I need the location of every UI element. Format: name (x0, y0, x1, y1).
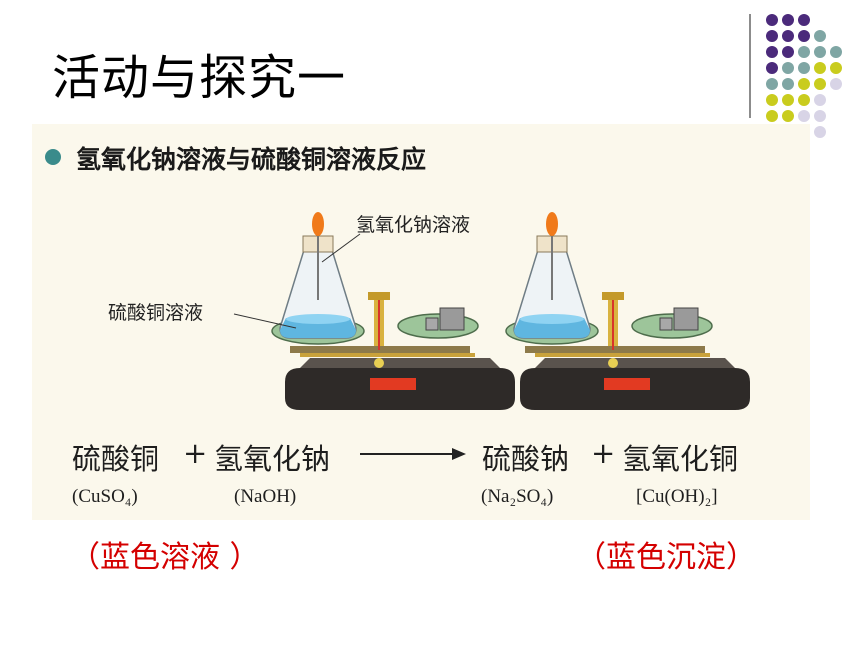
dropper-label: 氢氧化钠溶液 (356, 214, 471, 236)
bullet-icon (45, 149, 61, 165)
decor-dot (766, 110, 778, 122)
decor-dot (782, 94, 794, 106)
formula-naoh: (NaOH) (234, 486, 297, 507)
decor-dot (798, 30, 810, 42)
reactant-copper-sulfate: 硫酸铜 (72, 442, 160, 476)
decor-dot (766, 14, 778, 26)
note-blue-precipitate: （蓝色沉淀） (576, 540, 756, 575)
bullet-text: 氢氧化钠溶液与硫酸铜溶液反应 (76, 145, 427, 174)
decor-dot (798, 62, 810, 74)
decor-dot (830, 46, 842, 58)
decor-dot (814, 46, 826, 58)
decor-dot (798, 46, 810, 58)
reaction-arrow (360, 448, 466, 460)
formula-cuso4: (CuSO₄) (72, 486, 138, 507)
plus-sign: + (183, 436, 208, 470)
product-sodium-sulfate: 硫酸钠 (482, 442, 570, 476)
decor-dot (766, 94, 778, 106)
decor-dot (814, 30, 826, 42)
slide-title: 活动与探究一 (52, 50, 347, 106)
decor-dot (782, 78, 794, 90)
reactant-sodium-hydroxide: 氢氧化钠 (214, 442, 331, 476)
decor-dot (814, 78, 826, 90)
formula-cuoh2: [Cu(OH)₂] (636, 486, 718, 507)
decor-dot (814, 126, 826, 138)
decor-dot (782, 30, 794, 42)
flask-label: 硫酸铜溶液 (108, 302, 204, 324)
decor-dot (782, 46, 794, 58)
decor-dot (782, 62, 794, 74)
decor-dot (766, 78, 778, 90)
formula-na2so4: (Na₂SO₄) (481, 486, 554, 507)
decor-dot (798, 94, 810, 106)
right-balance (505, 212, 750, 410)
plus-sign: + (591, 436, 616, 470)
decor-dot (782, 110, 794, 122)
note-blue-solution: （蓝色溶液 ） (70, 540, 260, 575)
decor-dot (798, 14, 810, 26)
product-copper-hydroxide: 氢氧化铜 (622, 442, 739, 476)
decor-dot (814, 110, 826, 122)
decor-dot (798, 78, 810, 90)
decor-dot (814, 94, 826, 106)
decor-dot (766, 62, 778, 74)
decor-dot (814, 62, 826, 74)
decor-dot (782, 14, 794, 26)
title-divider (749, 14, 751, 118)
decor-dot (830, 62, 842, 74)
decor-dot (766, 30, 778, 42)
decor-dot (798, 110, 810, 122)
decor-dot (830, 78, 842, 90)
left-balance (233, 212, 515, 410)
decor-dot (766, 46, 778, 58)
